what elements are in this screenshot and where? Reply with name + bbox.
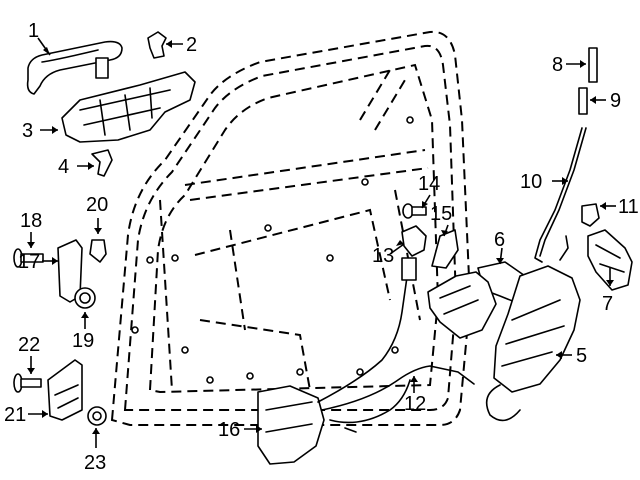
part-1-outside-handle xyxy=(26,40,123,95)
callout-8: 8 xyxy=(552,54,563,76)
callout-18: 18 xyxy=(20,210,42,232)
callout-1: 1 xyxy=(28,20,39,42)
callout-21: 21 xyxy=(4,404,26,426)
part-21-bracket xyxy=(47,359,83,421)
part-20-bushing xyxy=(89,239,107,263)
callout-10: 10 xyxy=(520,171,542,193)
part-23-nut xyxy=(87,406,107,426)
part-4-clip xyxy=(91,149,113,177)
part-10-rod xyxy=(534,127,587,263)
callout-3: 3 xyxy=(22,120,33,142)
arrow-heads xyxy=(27,40,614,434)
callout-17: 17 xyxy=(18,251,40,273)
callout-7: 7 xyxy=(602,293,613,315)
part-16-latch xyxy=(257,385,325,465)
part-12-cables xyxy=(317,257,475,433)
part-22-bolt xyxy=(13,373,42,393)
part-14-bolt xyxy=(402,203,427,219)
part-18-bolt xyxy=(13,248,44,268)
callout-23: 23 xyxy=(84,452,106,474)
callout-2: 2 xyxy=(186,34,197,56)
door-holes xyxy=(131,116,414,384)
callout-6: 6 xyxy=(494,229,505,251)
inside-handle-housing xyxy=(427,271,497,339)
callout-11: 11 xyxy=(618,196,639,218)
part-5-lock-actuator xyxy=(485,235,581,422)
part-8-pin xyxy=(588,47,598,83)
callout-14: 14 xyxy=(418,173,440,195)
callout-19: 19 xyxy=(72,330,94,352)
callout-16: 16 xyxy=(218,419,240,441)
callout-labels: 1 2 3 4 5 6 7 8 9 10 11 12 13 14 15 16 1… xyxy=(4,20,639,474)
callout-5: 5 xyxy=(576,345,587,367)
part-13-bracket xyxy=(401,225,427,257)
part-11-grommet xyxy=(581,203,600,227)
door-outline xyxy=(110,30,472,426)
part-19-nut xyxy=(74,287,96,309)
callout-12: 12 xyxy=(404,393,426,415)
callout-13: 13 xyxy=(372,245,394,267)
callout-4: 4 xyxy=(58,156,69,178)
callout-9: 9 xyxy=(610,90,621,112)
part-7-cover xyxy=(587,229,633,291)
callout-22: 22 xyxy=(18,334,40,356)
callout-20: 20 xyxy=(86,194,108,216)
part-15-bracket xyxy=(431,229,459,269)
part-9-pin xyxy=(578,87,588,115)
part-2-clip xyxy=(147,31,167,59)
part-3-handle-carrier xyxy=(61,71,196,143)
callout-15: 15 xyxy=(430,203,452,225)
